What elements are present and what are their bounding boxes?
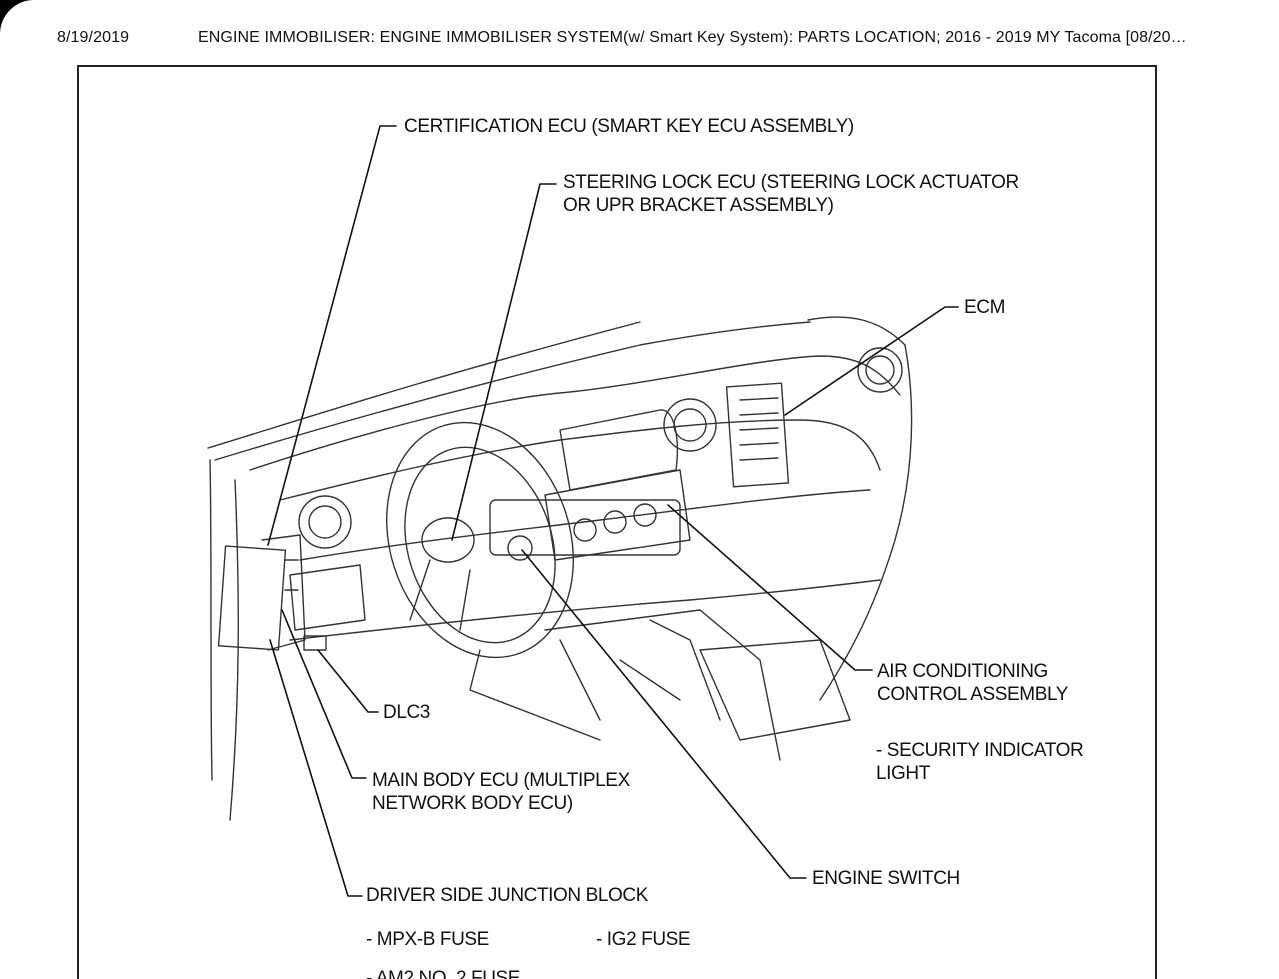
label-engine-switch: ENGINE SWITCH [812,868,960,889]
steering-wheel-inner [404,446,556,644]
ac-panel [489,499,681,556]
dash-left-edge [209,459,213,781]
label-steering-lock-ecu: STEERING LOCK ECU (STEERING LOCK ACTUATO… [563,172,1019,216]
label-ig2-fuse: - IG2 FUSE [596,929,691,950]
label-am2-fuse: - AM2 NO. 2 FUSE [366,968,521,979]
label-security-indicator: - SECURITY INDICATOR LIGHT [876,740,1084,784]
ecm-unit [725,382,790,488]
ac-knob-3 [633,503,657,527]
dash-top-edge-2 [214,321,811,461]
leader-dlc3 [317,649,379,713]
dlc3-connector [303,635,327,651]
label-main-body-ecu: MAIN BODY ECU (MULTIPLEX NETWORK BODY EC… [372,770,630,814]
label-junction-block: DRIVER SIDE JUNCTION BLOCK [366,885,649,906]
steering-column [409,559,471,631]
center-screen [559,409,679,491]
center-console [544,609,781,761]
diagram-frame [77,65,1157,979]
leader-ac-control [667,504,873,671]
leader-steering-lock-ecu [451,183,557,541]
ac-knob-2 [603,510,627,534]
label-certification-ecu: CERTIFICATION ECU (SMART KEY ECU ASSEMBL… [404,116,854,137]
leader-certification-ecu [267,125,397,546]
leader-lines [267,125,959,897]
label-ecm: ECM [964,297,1006,318]
vent-right-inner [865,355,895,385]
label-mpx-b-fuse: - MPX-B FUSE [366,929,489,950]
leader-junction-block [269,639,363,897]
ac-knob-4 [507,535,533,561]
lower-trim [469,649,681,741]
leader-engine-switch [521,549,807,879]
leader-ecm [784,306,959,416]
vent-center [663,398,717,452]
junction-block [217,545,287,651]
console-box [699,639,851,741]
ac-knob-1 [573,518,597,542]
junction-details [261,534,306,651]
label-ac-control: AIR CONDITIONING CONTROL ASSEMBLY [877,661,1069,705]
knee-panel [289,564,366,631]
dash-top-edge [207,321,641,449]
header-date: 8/19/2019 [57,29,130,46]
dash-bottom [289,579,881,641]
leader-main-body-ecu [281,609,367,779]
dash-right-edge [819,344,913,701]
door-line [229,479,239,821]
dash-lower [299,489,871,561]
dash-upper-line [807,316,906,346]
dash-cowl [249,355,901,471]
center-stack [544,469,691,561]
dash-face [279,419,881,501]
steering-wheel-outer [386,421,574,659]
label-dlc3: DLC3 [383,702,430,723]
vent-left-inner [308,505,342,539]
steering-hub [421,517,475,563]
ecm-ribs [739,397,779,461]
vent-left [298,495,352,549]
vent-right [857,347,903,393]
